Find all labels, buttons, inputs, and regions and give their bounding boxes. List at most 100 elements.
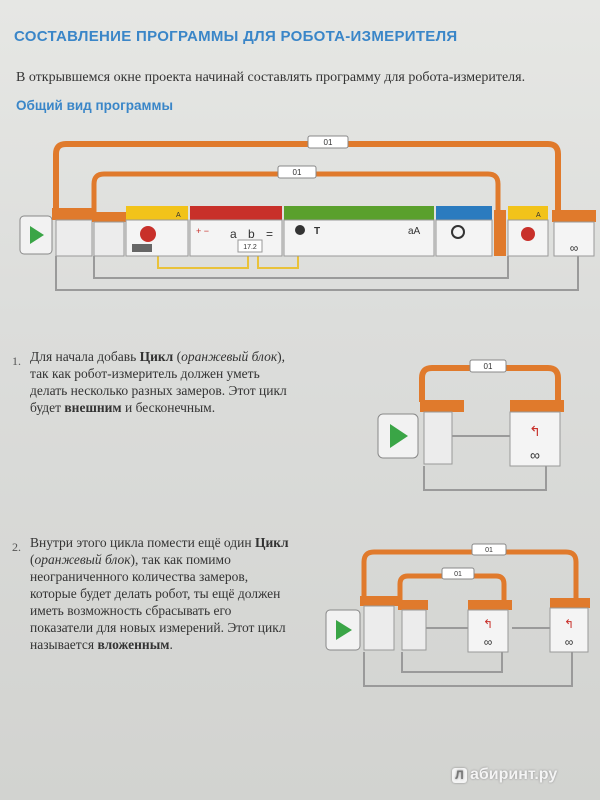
step-1-diagram: 01 ↰ ∞ xyxy=(377,359,564,491)
watermark-text: абиринт.ру xyxy=(470,766,558,783)
motor2-icon xyxy=(521,227,535,241)
math-var-a: a xyxy=(230,227,237,241)
math-ops-icon: + − xyxy=(196,226,209,236)
bottom-wire-outer xyxy=(55,256,579,291)
outer-loop-label-tab xyxy=(307,135,349,149)
step-1-text-part4: и бесконечным. xyxy=(121,400,216,415)
step-1-bold-cycle: Цикл xyxy=(139,349,174,364)
step-2-text-part2: ( xyxy=(30,552,35,567)
step1-loop-end xyxy=(509,411,561,467)
inner-loop-label-tab xyxy=(277,165,317,179)
step2-outer-loop-end xyxy=(549,607,589,653)
step1-loop-label-tab xyxy=(469,359,507,373)
display-mode-icon xyxy=(295,225,305,235)
infinity-icon: ∞ xyxy=(570,241,579,255)
step-2-text-part4: . xyxy=(169,637,173,652)
step1-bottom-wire xyxy=(423,466,547,491)
step-2-number: 2. xyxy=(12,540,21,554)
step2-outer-label: 01 xyxy=(485,547,493,554)
step-1-text-part1: Для начала добавь xyxy=(30,349,140,364)
display-text-icon: T xyxy=(314,226,320,237)
step-2-text: Внутри этого цикла помести ещё один Цикл… xyxy=(30,534,292,653)
step2-outer-loop-end-head xyxy=(550,598,590,608)
display-text-size: aA xyxy=(408,226,421,237)
motor2-block-head xyxy=(508,206,548,220)
step-1-italic-orange: оранжевый блок xyxy=(181,349,278,364)
step-2-bold-nested: вложенным xyxy=(97,637,170,652)
step2-inner-label-tab xyxy=(441,567,475,580)
step2-inner-label: 01 xyxy=(454,571,462,578)
motor-subicon xyxy=(132,244,152,252)
motor-icon xyxy=(140,226,156,242)
step2-inner-loop-icon: ↰ xyxy=(483,617,493,631)
page-title: СОСТАВЛЕНИЕ ПРОГРАММЫ ДЛЯ РОБОТА-ИЗМЕРИТ… xyxy=(14,28,458,45)
math-equals: = xyxy=(266,227,273,241)
step2-outer-loop-icon: ↰ xyxy=(564,617,574,631)
step1-loop-end-head xyxy=(510,400,564,412)
inner-loop-head xyxy=(92,212,126,222)
display-block-head xyxy=(284,206,434,220)
step2-inner-infinity-icon: ∞ xyxy=(484,635,493,649)
wait-block-head xyxy=(436,206,492,220)
step2-outer-loop-head xyxy=(360,596,400,606)
outer-loop-frame xyxy=(53,141,561,210)
step1-loop-icon: ↰ xyxy=(529,423,541,439)
motor2-block-label: A xyxy=(536,212,541,219)
step-1-text: Для начала добавь Цикл (оранжевый блок),… xyxy=(30,348,292,416)
step2-start-play-icon xyxy=(336,620,352,640)
step-1-number: 1. xyxy=(12,354,21,368)
wait-sensor-icon xyxy=(451,225,465,239)
step1-loop-head xyxy=(420,400,464,412)
math-block-head xyxy=(190,206,282,220)
outer-loop-head xyxy=(52,208,92,220)
math-block xyxy=(189,219,283,257)
bottom-wire-inner xyxy=(93,256,509,279)
section-subtitle: Общий вид программы xyxy=(16,98,174,113)
step2-bottom-wire-inner xyxy=(401,652,503,673)
step2-inner-loop-body xyxy=(401,609,427,651)
program-overview-diagram: 01 01 A + − a b = 17.2 xyxy=(19,135,596,291)
step1-loop-frame xyxy=(419,365,561,402)
step-2-bold-cycle: Цикл xyxy=(255,535,289,550)
motor-block-head xyxy=(126,206,188,220)
math-var-b: b xyxy=(248,227,255,241)
step-2-italic-orange: оранжевый блок xyxy=(34,552,131,567)
step2-inner-loop-frame xyxy=(397,573,507,602)
outer-loop-tail-body xyxy=(553,221,595,257)
outer-loop-label: 01 xyxy=(324,138,333,147)
step1-infinity-icon: ∞ xyxy=(530,447,540,463)
yellow-wire-1 xyxy=(157,248,249,269)
step2-outer-label-tab xyxy=(471,543,507,556)
step-2-text-part1: Внутри этого цикла помести ещё один xyxy=(30,535,255,550)
motor-block-label: A xyxy=(176,212,181,219)
intro-text: В открывшемся окне проекта начинай соста… xyxy=(16,70,526,85)
display-block xyxy=(283,219,435,257)
value-label: 17.2 xyxy=(243,244,257,251)
step2-outer-infinity-icon: ∞ xyxy=(565,635,574,649)
outer-loop-body xyxy=(55,219,93,257)
step2-outer-loop-frame xyxy=(361,549,579,600)
step1-loop-body xyxy=(423,411,453,465)
step-2-text-part3: ), так как помимо неограниченного количе… xyxy=(30,552,286,652)
step1-start-play-icon xyxy=(390,424,408,448)
step-1-bold-outer: внешним xyxy=(64,400,122,415)
step2-outer-loop-body xyxy=(363,605,395,651)
step1-loop-label: 01 xyxy=(484,362,493,371)
inner-loop-body xyxy=(93,221,125,257)
inner-loop-tail xyxy=(494,210,506,256)
outer-loop-tail xyxy=(552,210,596,222)
step2-inner-loop-head xyxy=(398,600,428,610)
inner-loop-label: 01 xyxy=(293,168,302,177)
yellow-wire-2 xyxy=(257,248,299,269)
step2-bottom-wire-outer xyxy=(363,652,573,687)
publisher-watermark: Л абиринт.ру xyxy=(452,766,557,784)
step-1-text-part3: ), так как робот-измеритель должен уметь… xyxy=(30,349,287,415)
watermark-logo-icon: Л xyxy=(452,767,467,783)
start-play-icon xyxy=(30,226,44,244)
step2-inner-loop-end-head xyxy=(468,600,512,610)
step-2-diagram: 01 01 ↰ ∞ ↰ ∞ xyxy=(325,543,590,687)
step-1-text-part2: ( xyxy=(173,349,182,364)
value-box xyxy=(237,239,263,253)
wait-block xyxy=(435,219,493,257)
